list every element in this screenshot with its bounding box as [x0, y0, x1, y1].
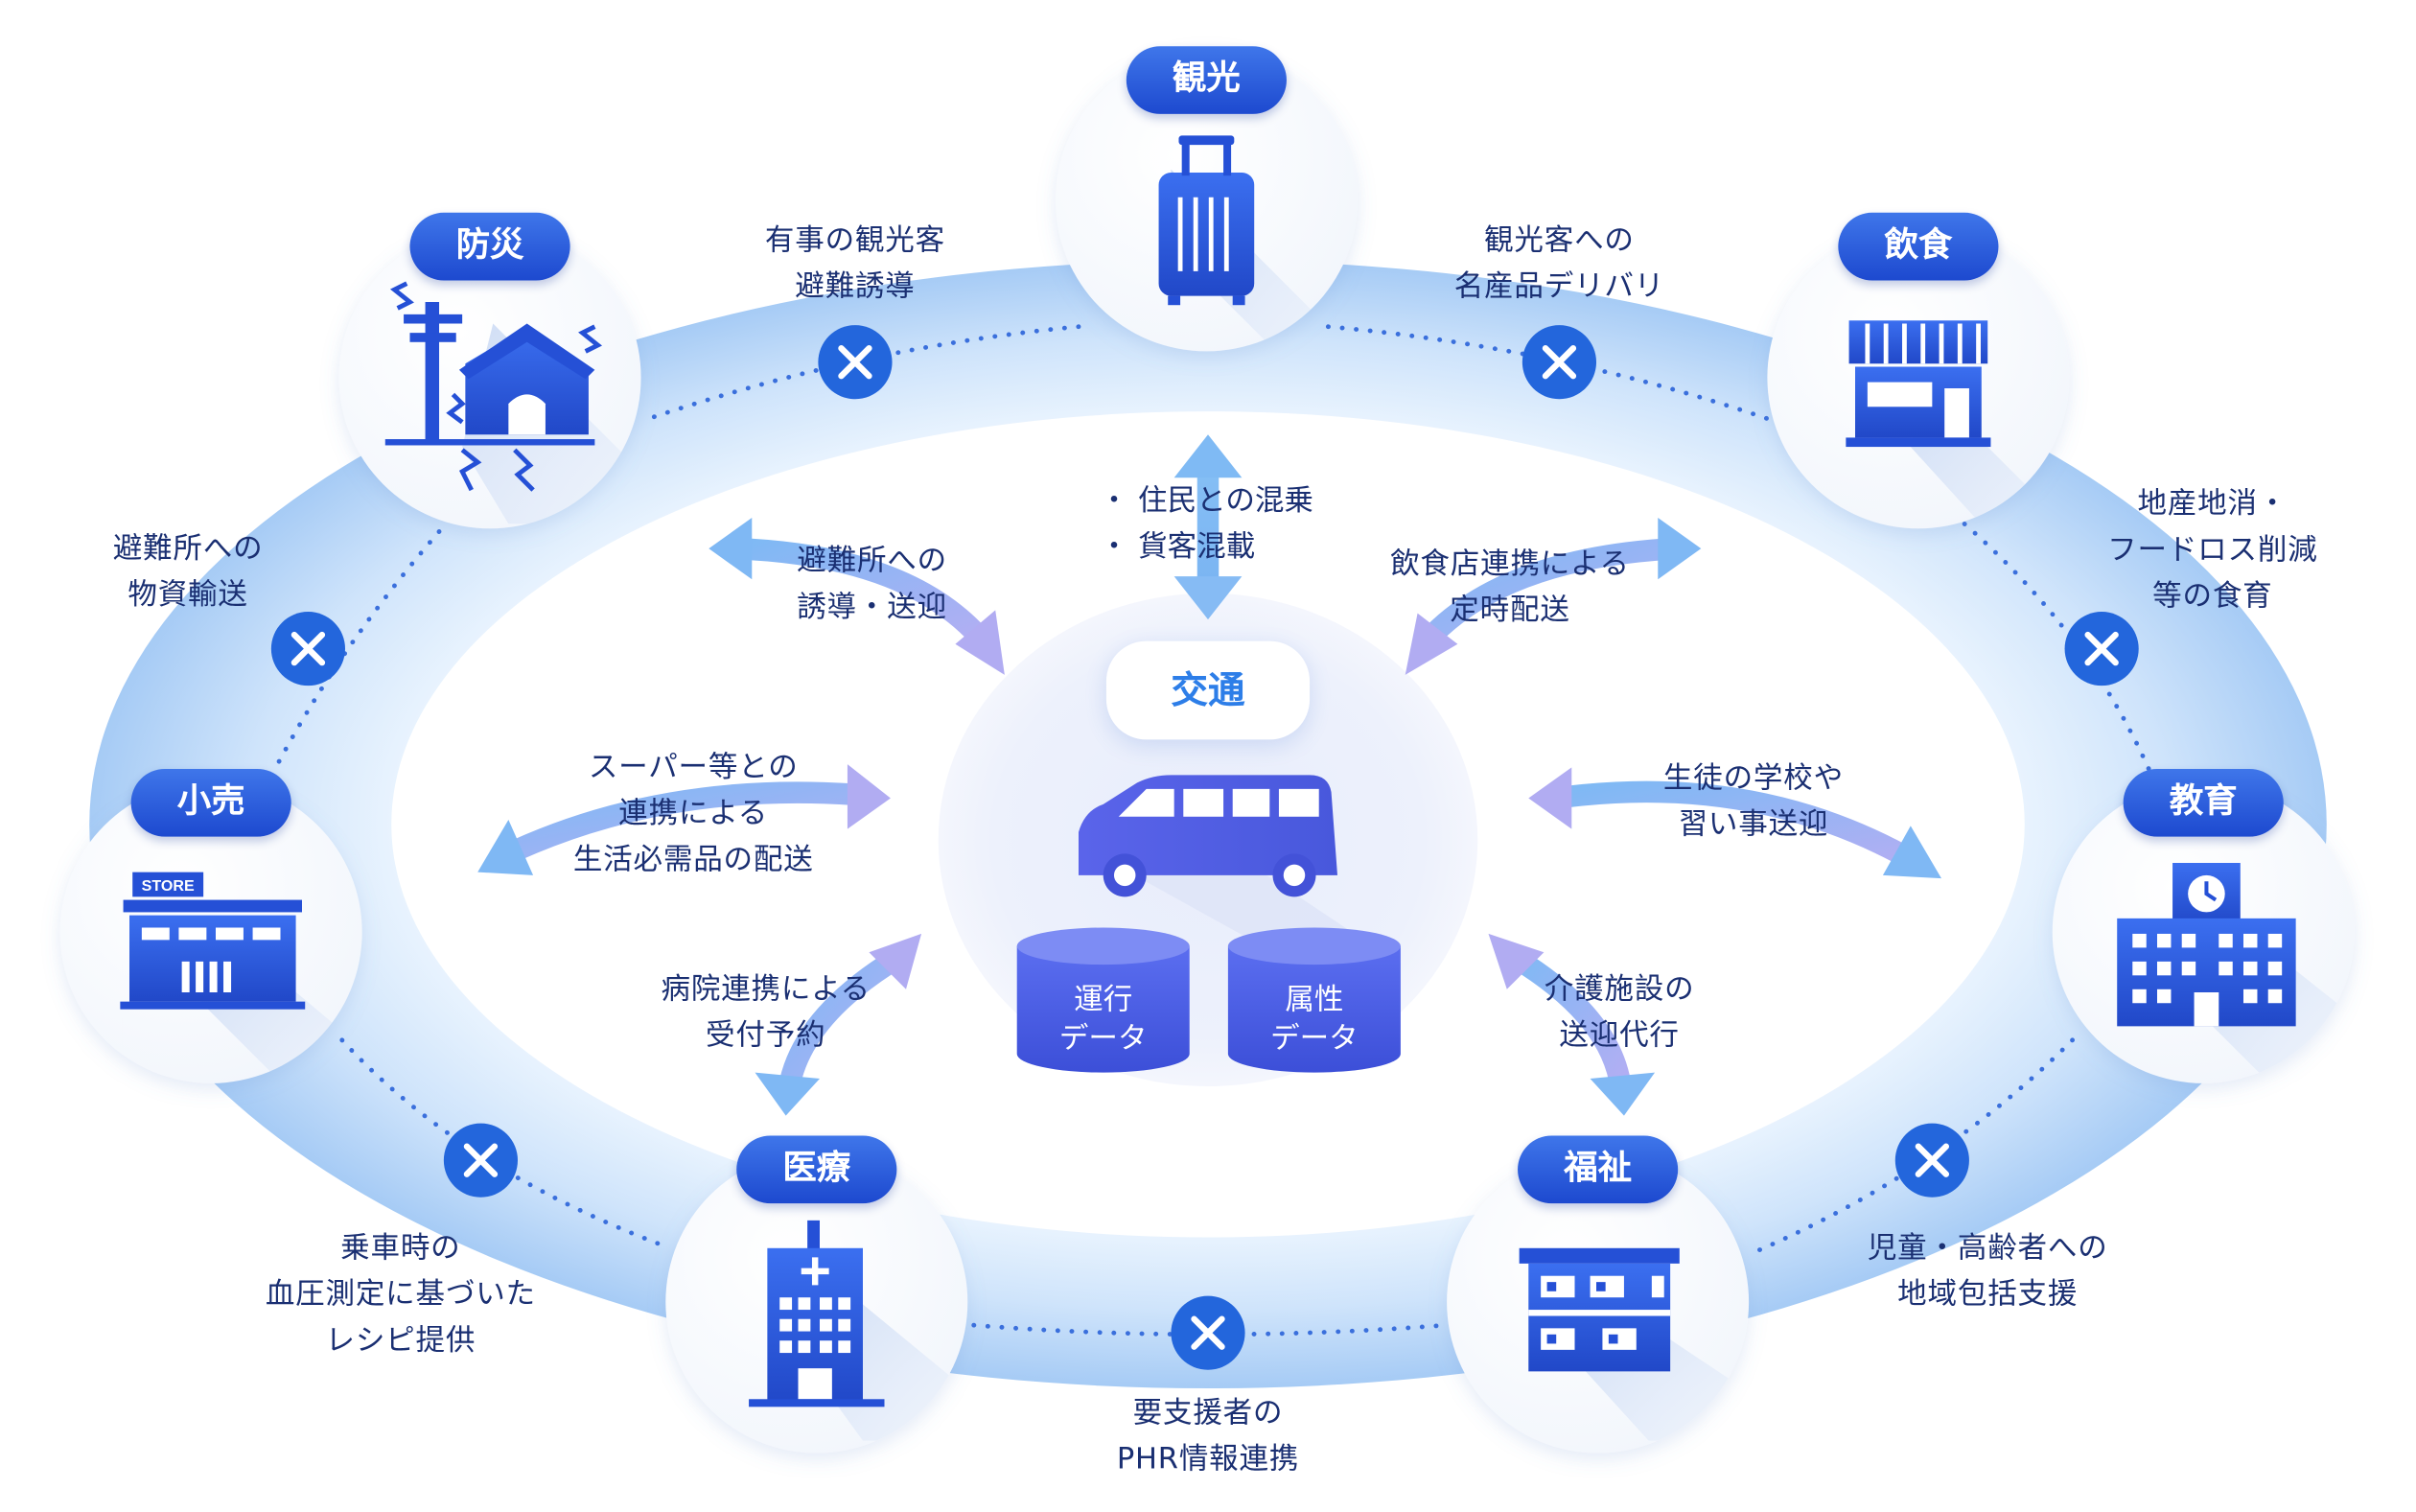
outer-label-medical-welfare: 要支援者の PHR情報連携	[1117, 1390, 1299, 1482]
outer-label-line: PHR情報連携	[1116, 1442, 1300, 1477]
x-badge-tourism-disaster	[818, 325, 893, 400]
connector-badges	[270, 325, 2139, 1370]
outer-label-line: 観光客への	[1484, 223, 1635, 258]
inner-label-line: 習い事送迎	[1678, 807, 1829, 842]
bullet-mixed-ride: ・ 住民との混乗	[1099, 483, 1313, 519]
care-facility-icon	[1519, 1247, 1742, 1441]
outer-label-tourism-disaster: 有事の観光客 避難誘導	[765, 218, 945, 310]
outer-label-line: 地産地消・	[2137, 486, 2288, 522]
outer-label-line: 避難誘導	[795, 269, 916, 304]
outer-label-dining-education: 地産地消・ フードロス削減 等の食育	[2107, 480, 2317, 619]
arrow-tourism-center	[1173, 434, 1243, 620]
outer-label-line: フードロス削減	[2107, 533, 2318, 568]
outer-label-line: レシピ提供	[325, 1323, 476, 1358]
outer-label-welfare-education: 児童・高齢者への 地域包括支援	[1868, 1225, 2108, 1317]
arrow-education	[1528, 767, 1942, 879]
arrow-welfare	[1488, 933, 1656, 1116]
inner-label-line: 誘導・送迎	[797, 590, 948, 624]
sector-pill-welfare: 福祉	[1518, 1135, 1679, 1204]
inner-label-line: 生徒の学校や	[1662, 760, 1844, 796]
x-badge-tourism-dining	[1522, 325, 1597, 400]
inner-label-line: 受付予約	[706, 1018, 826, 1053]
hospital-icon	[749, 1220, 964, 1441]
center-bullets: ・ 住民との混乗 ・ 貨客混載	[1100, 477, 1313, 570]
inner-label-line: 飲食店連携による	[1390, 547, 1630, 581]
x-badge-welfare-education	[1894, 1123, 1969, 1198]
database-operation-icon	[1016, 927, 1190, 1073]
outer-label-line: 要支援者の	[1132, 1396, 1284, 1431]
school-icon	[2117, 863, 2355, 1080]
arrow-dining	[1405, 518, 1702, 675]
suitcase-icon	[1158, 135, 1357, 352]
x-badge-medical-welfare	[1171, 1295, 1245, 1370]
x-badge-dining-education	[2064, 612, 2139, 686]
db-attribute-line-2: データ	[1270, 1021, 1359, 1056]
outer-label-retail-medical: 乗車時の 血圧測定に基づいた レシピ提供	[266, 1225, 536, 1364]
inner-label-welfare: 介護施設の 送迎代行	[1545, 966, 1695, 1058]
outer-label-line: 避難所への	[112, 531, 264, 566]
outer-label-line: 等の食育	[2152, 579, 2273, 614]
outer-label-line: 名産品デリバリ	[1453, 269, 1665, 304]
inner-label-education: 生徒の学校や 習い事送迎	[1663, 756, 1844, 848]
inner-label-line: 生活必需品の配送	[572, 843, 814, 877]
x-badge-disaster-retail	[270, 612, 346, 686]
x-badge-retail-medical	[443, 1123, 519, 1198]
outer-label-tourism-dining: 観光客への 名産品デリバリ	[1454, 218, 1664, 310]
outer-label-line: 児童・高齢者への	[1867, 1231, 2108, 1266]
inner-label-line: 病院連携による	[661, 972, 871, 1007]
inner-label-line: 連携による	[618, 796, 769, 831]
sector-pill-dining: 飲食	[1838, 212, 1999, 281]
inner-label-medical: 病院連携による 受付予約	[662, 966, 871, 1058]
sector-pill-medical: 医療	[736, 1135, 897, 1204]
inner-label-line: スーパー等との	[588, 750, 799, 785]
sector-pill-disaster: 防災	[409, 212, 570, 281]
outer-label-line: 有事の観光客	[764, 223, 945, 258]
database-attribute-icon	[1227, 927, 1401, 1073]
inner-label-line: 介護施設の	[1544, 972, 1695, 1007]
inner-label-retail: スーパー等との 連携による 生活必需品の配送	[573, 744, 814, 883]
outer-label-line: 地域包括支援	[1897, 1277, 2079, 1312]
arrow-retail	[477, 764, 891, 875]
arrow-disaster	[709, 518, 1005, 675]
van-icon	[1079, 775, 1387, 956]
outer-label-line: 血圧測定に基づいた	[265, 1277, 536, 1312]
inner-label-line: 避難所への	[797, 544, 948, 578]
db-attribute-line-1: 属性	[1285, 983, 1344, 1017]
db-operation-label: 運行 データ	[1059, 982, 1148, 1058]
store-sign: STORE	[142, 877, 195, 895]
sector-pill-retail: 小売	[130, 768, 291, 837]
outer-label-disaster-retail: 避難所への 物資輸送	[113, 525, 264, 617]
db-attribute-label: 属性 データ	[1270, 982, 1359, 1058]
db-operation-line-1: 運行	[1074, 983, 1133, 1017]
inner-label-line: 送迎代行	[1559, 1018, 1680, 1053]
inner-label-line: 定時配送	[1450, 593, 1570, 628]
sector-pill-education: 教育	[2123, 768, 2284, 837]
inner-label-dining: 飲食店連携による 定時配送	[1390, 541, 1630, 633]
bullet-mixed-cargo: ・ 貨客混載	[1099, 529, 1256, 565]
outer-label-line: 物資輸送	[128, 577, 248, 613]
outer-label-line: 乗車時の	[340, 1231, 461, 1266]
center-title-transport: 交通	[1105, 640, 1311, 740]
inner-arrows	[477, 434, 1942, 1116]
sector-pill-tourism: 観光	[1126, 46, 1287, 114]
db-operation-line-2: データ	[1058, 1021, 1148, 1056]
inner-label-disaster: 避難所への 誘導・送迎	[797, 538, 947, 630]
disaster-icon	[384, 281, 641, 524]
